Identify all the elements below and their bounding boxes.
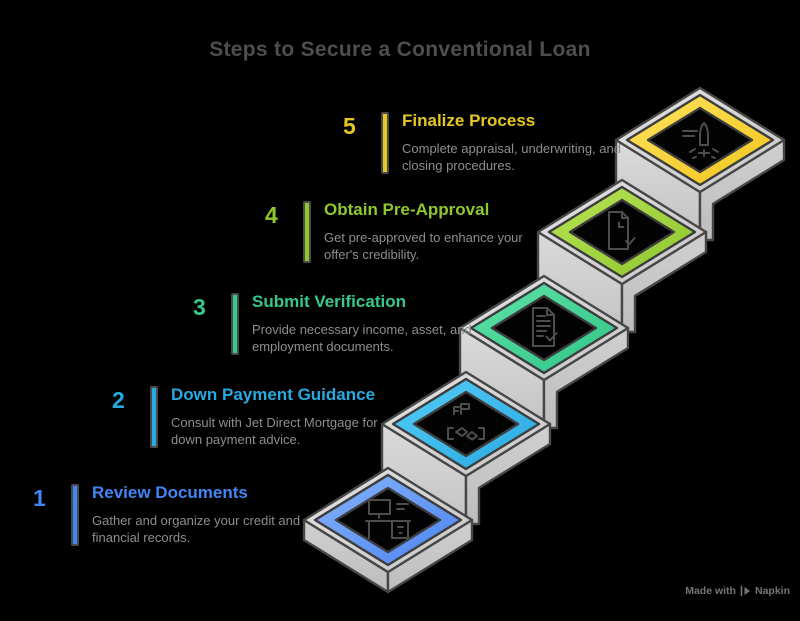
step-description: Consult with Jet Direct Mortgage for dow… xyxy=(171,414,378,447)
step-4-platform xyxy=(536,178,708,334)
step-title: Finalize Process xyxy=(402,111,536,130)
step-description: Get pre-approved to enhance your offer's… xyxy=(324,229,523,262)
napkin-logo-icon xyxy=(740,585,750,597)
step-1-platform xyxy=(302,466,474,594)
step-description: Complete appraisal, underwriting, and cl… xyxy=(402,140,621,173)
step-title: Down Payment Guidance xyxy=(171,385,376,404)
step-description: Provide necessary income, asset, and emp… xyxy=(252,321,472,354)
step-description: Gather and organize your credit and fina… xyxy=(92,512,301,545)
document-clock-check-icon xyxy=(608,211,636,250)
step-ring xyxy=(547,185,697,279)
watermark-brand: Napkin xyxy=(754,585,790,597)
rocket-launch-icon xyxy=(682,122,719,159)
step-ring xyxy=(391,377,541,471)
step-number: 2 xyxy=(112,387,125,413)
page-title: Steps to Secure a Conventional Loan xyxy=(209,38,591,61)
step-title: Submit Verification xyxy=(252,292,406,311)
step-accent-bar xyxy=(303,201,311,264)
step-accent-bar xyxy=(71,484,79,547)
handshake-money-icon xyxy=(447,403,485,441)
step-ring xyxy=(625,93,775,187)
step-2-platform xyxy=(380,370,552,526)
step-number: 4 xyxy=(265,202,278,228)
document-check-icon xyxy=(532,307,558,347)
step-ring xyxy=(313,473,463,567)
step-accent-bar xyxy=(381,112,389,175)
watermark-prefix: Made with xyxy=(685,585,736,597)
step-accent-bar xyxy=(150,386,158,449)
step-ring xyxy=(469,281,619,375)
step-title: Obtain Pre-Approval xyxy=(324,200,490,219)
step-accent-bar xyxy=(231,293,239,356)
step-5-platform xyxy=(614,86,786,242)
made-with-napkin: Made with Napkin xyxy=(685,585,790,597)
step-number: 5 xyxy=(343,113,356,139)
step-3-platform xyxy=(458,274,630,430)
step-number: 3 xyxy=(193,294,206,320)
step-title: Review Documents xyxy=(92,483,248,502)
desk-computer-icon xyxy=(365,499,411,539)
step-number: 1 xyxy=(33,485,46,511)
